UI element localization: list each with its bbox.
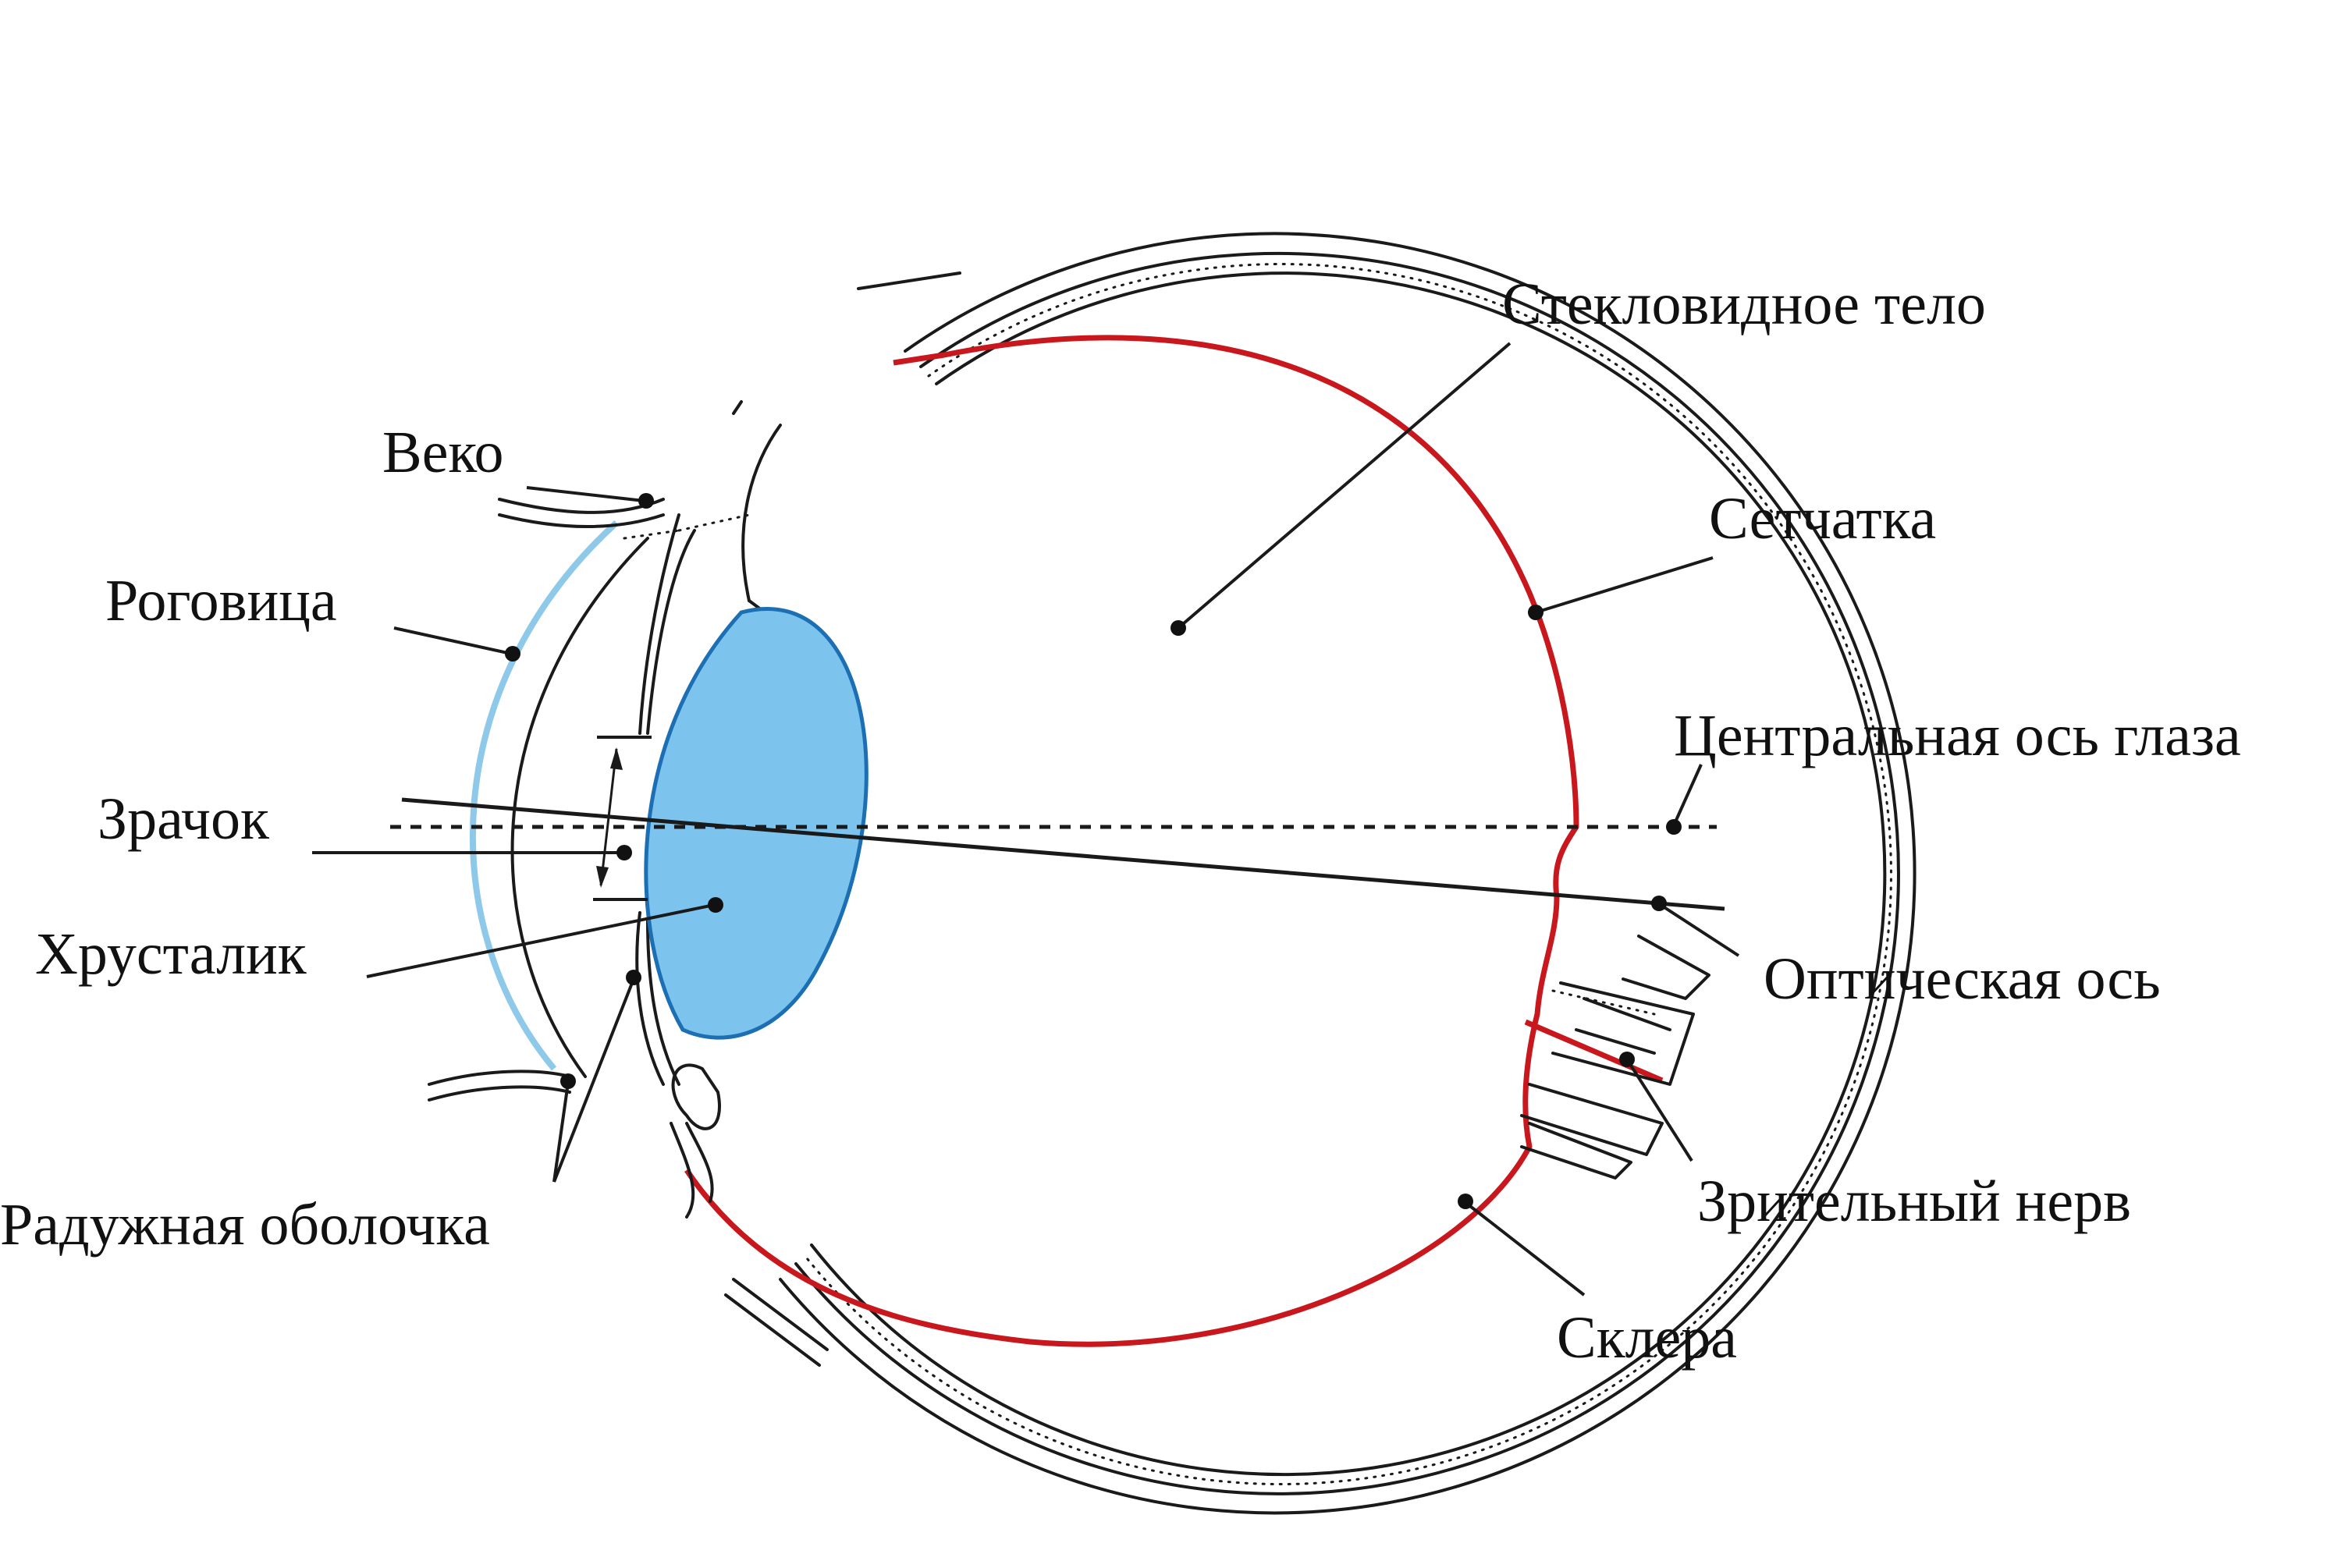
retina-nerve-segment [1524, 1019, 1664, 1084]
pointer-dot-sclera [1458, 1194, 1473, 1209]
pointer-dot-optic-nerve [1619, 1052, 1635, 1067]
pointer-dot-central-axis [1666, 819, 1682, 835]
retina-line [684, 335, 1579, 1347]
leader-eyelid [526, 486, 645, 502]
optical-axis-line [401, 797, 1725, 911]
leader-central-axis [1672, 764, 1703, 826]
pointer-dot-optical-axis [1651, 896, 1667, 911]
label-vitreous-body: Стекловидное тело [1502, 271, 1986, 337]
pointer-dot-iris-1 [626, 970, 641, 985]
leader-lens [366, 903, 715, 978]
label-lens: Хрусталик [35, 921, 307, 987]
label-iris: Радужная оболочка [0, 1192, 490, 1258]
leader-optical-axis [1659, 903, 1740, 957]
cornea-line [470, 520, 619, 1071]
leader-vitreous [1177, 342, 1512, 630]
label-sclera: Склера [1557, 1305, 1737, 1371]
pointer-dot-vitreous [1170, 620, 1186, 636]
leader-iris-2 [552, 1082, 570, 1183]
label-optical-axis: Оптическая ось [1764, 946, 2161, 1012]
lens-shape [644, 607, 869, 1040]
label-retina: Сетчатка [1709, 486, 1936, 552]
optic-nerve-shape [1520, 935, 1710, 1180]
leader-retina [1535, 556, 1714, 614]
cornea-inner-line [510, 537, 649, 1078]
pointer-dot-pupil [616, 845, 632, 860]
pointer-dot-iris-2 [560, 1073, 576, 1089]
pointer-dot-lens [708, 897, 723, 913]
leader-lines [312, 342, 1740, 1297]
leader-sclera [1465, 1202, 1586, 1297]
label-optic-nerve: Зрительный нерв [1697, 1169, 2131, 1234]
pointer-dot-retina [1528, 605, 1543, 620]
label-eyelid: Веко [382, 420, 504, 485]
sclera-shell [779, 232, 1916, 1515]
leader-cornea [393, 626, 512, 655]
label-central-axis: Центральная ось глаза [1674, 703, 2241, 768]
pupil-size-indicator [593, 736, 652, 901]
eyelids [428, 271, 961, 1367]
pointer-dot-eyelid [638, 493, 654, 509]
label-cornea: Роговица [105, 568, 337, 633]
leader-iris-1 [552, 978, 635, 1183]
label-pupil: Зрачок [98, 786, 269, 852]
pointer-dot-cornea [505, 646, 520, 662]
leader-optic-nerve [1625, 1058, 1693, 1162]
